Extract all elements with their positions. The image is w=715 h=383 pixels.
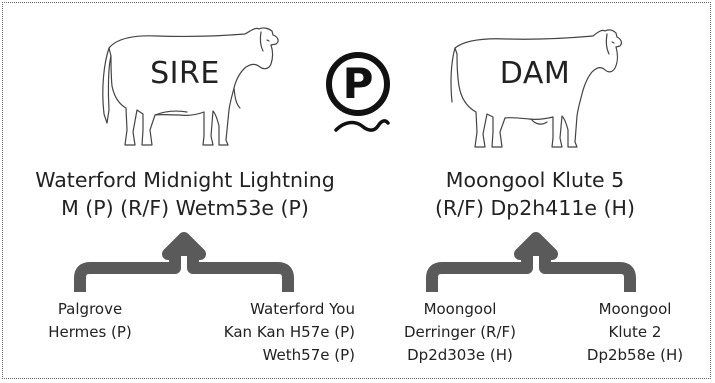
grandparent-line: Moongool [598,300,672,318]
grandparent-line: Waterford You [250,300,355,318]
sire-grandparent-1: Palgrove Hermes (P) [40,298,140,344]
grandparent-line: Derringer (R/F) [403,323,517,341]
sire-name-line2: M (P) (R/F) Wetm53e (P) [61,196,309,220]
dam-name-line1: Moongool Klute 5 [445,168,625,192]
grandparent-line: Weth57e (P) [262,346,355,364]
diagram-frame [2,2,711,379]
sire-grandparent-2: Waterford You Kan Kan H57e (P) Weth57e (… [175,298,355,367]
polled-brand-icon [326,52,390,132]
brand-letter: P [342,59,374,108]
grandparent-line: Klute 2 [608,323,662,341]
cow-outline-icon [450,29,623,148]
grandparent-line: Hermes (P) [48,323,132,341]
sire-name: Waterford Midnight Lightning M (P) (R/F)… [15,166,355,222]
dam-name-line2: (R/F) Dp2h411e (H) [435,196,635,220]
grandparent-line: Dp2b58e (H) [586,346,684,364]
dam-label: DAM [499,56,571,91]
sire-label: SIRE [150,56,220,91]
dam-grandparent-2: Moongool Klute 2 Dp2b58e (H) [575,298,695,367]
sire-name-line1: Waterford Midnight Lightning [35,168,335,192]
grandparent-line: Kan Kan H57e (P) [223,323,355,341]
bull-outline-icon [102,27,279,146]
grandparent-line: Palgrove [57,300,123,318]
grandparent-line: Dp2d303e (H) [407,346,513,364]
grandparent-line: Moongool [423,300,497,318]
dam-grandparent-1: Moongool Derringer (R/F) Dp2d303e (H) [395,298,525,367]
dam-name: Moongool Klute 5 (R/F) Dp2h411e (H) [380,166,690,222]
